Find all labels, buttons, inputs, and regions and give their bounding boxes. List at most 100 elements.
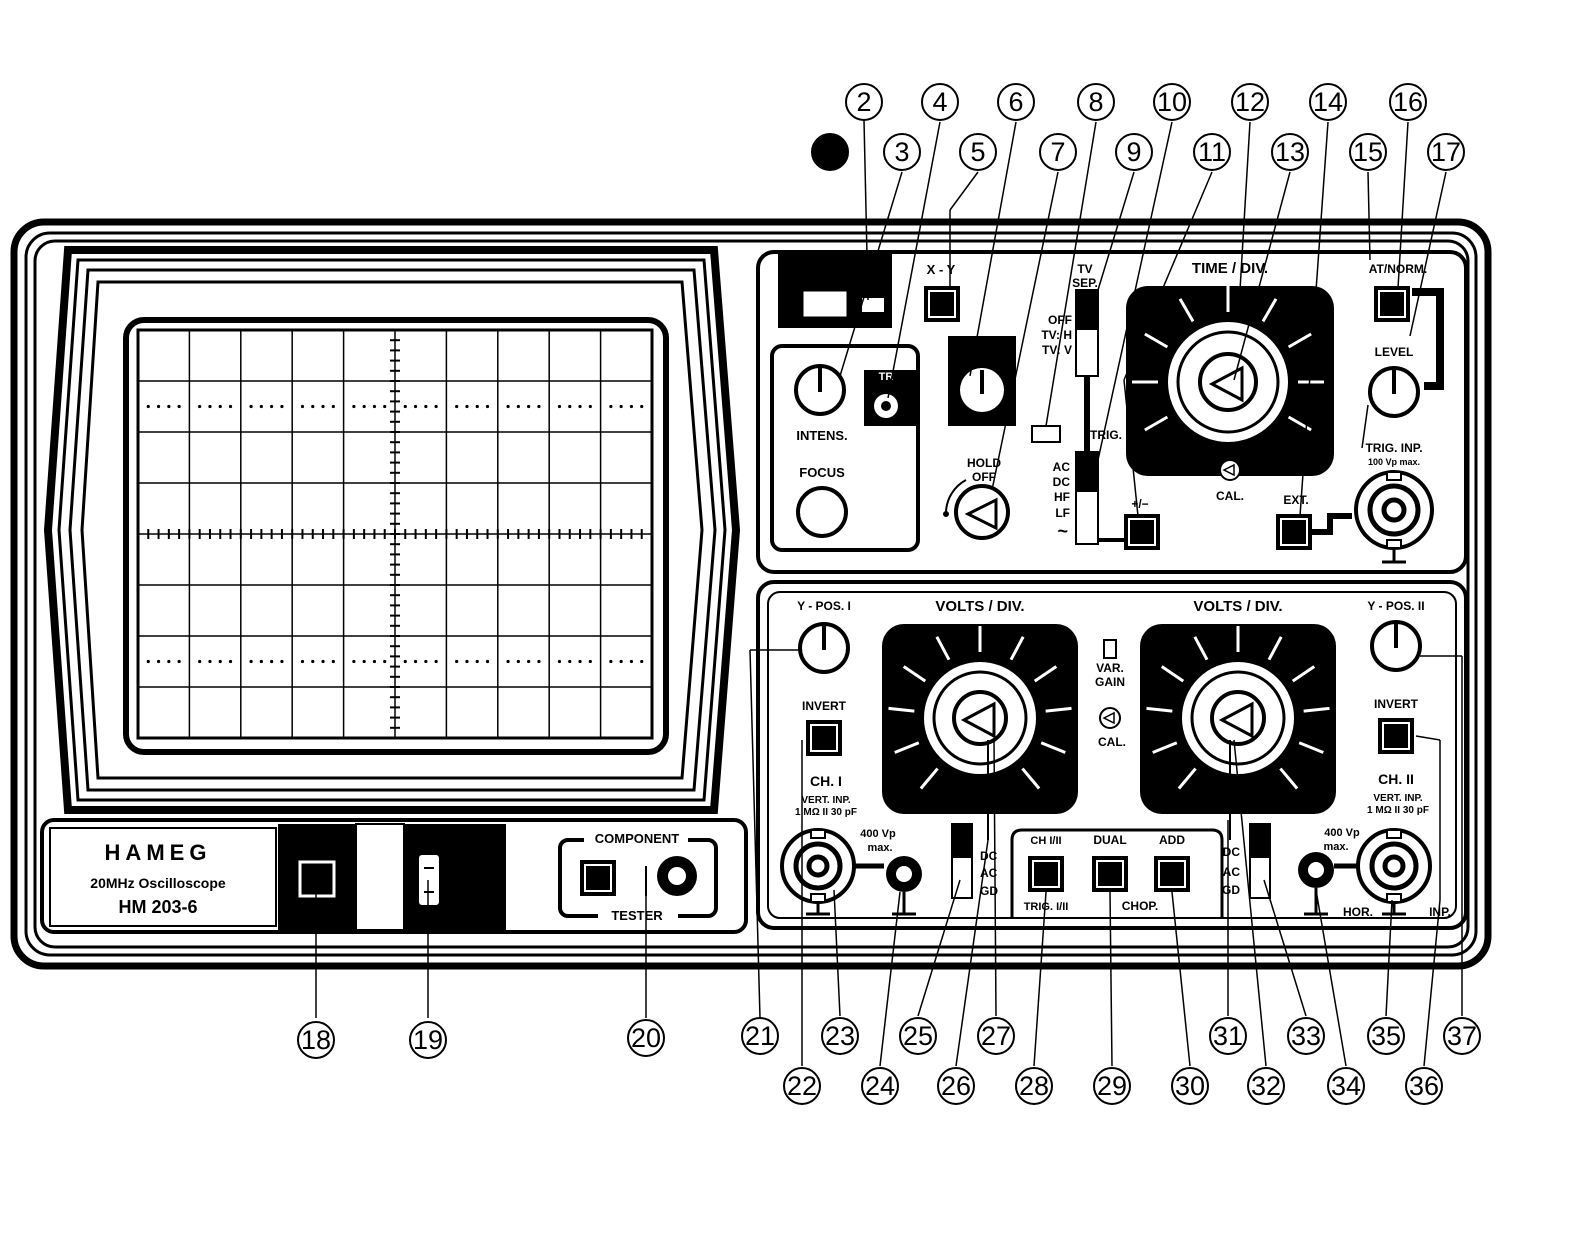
callout-circle-30 — [1171, 1067, 1209, 1105]
ch2-bnc[interactable] — [1356, 828, 1432, 916]
coupling-tilde-label: ~ — [1057, 521, 1068, 541]
coupling-lf-label: LF — [1055, 506, 1070, 520]
callout-circle-16 — [1389, 83, 1427, 121]
callout-number-12: 12 — [1235, 87, 1265, 117]
invert2-label: INVERT — [1374, 697, 1419, 711]
focus-knob[interactable] — [796, 486, 848, 538]
callout-circle-25 — [899, 1017, 937, 1055]
trig-inp-max-label: 100 Vp max. — [1368, 457, 1420, 467]
vertical-amplifier-panel — [756, 580, 1468, 930]
ch1-imp-label: 1 MΩ II 30 pF — [795, 807, 857, 818]
callout-circle-18 — [297, 1021, 335, 1059]
crt-bezel — [43, 246, 741, 814]
mode-buttons-frame — [1010, 828, 1224, 918]
tv-sep-label-2: SEP. — [1072, 276, 1098, 290]
ch2-label: CH. II — [1378, 771, 1414, 787]
time-cal-indicator — [1219, 459, 1241, 481]
callout-circle-5 — [959, 133, 997, 171]
trig-i-ii-label: TRIG. I/II — [1024, 901, 1069, 913]
ch1-gd-label: GD — [980, 884, 998, 898]
off-label: OFF — [972, 470, 996, 484]
brand-model-line: 20MHz Oscilloscope — [90, 875, 226, 891]
callout-circle-7 — [1039, 133, 1077, 171]
ch2-coupling-slider[interactable] — [1250, 824, 1270, 858]
var-label: VAR. — [1096, 661, 1124, 675]
ch2-inp-label: VERT. INP. — [1373, 793, 1422, 804]
volts-div2-switch[interactable] — [1140, 624, 1336, 814]
lower-left-strip — [40, 818, 748, 934]
tr-label: TR — [879, 371, 894, 383]
focus-label: FOCUS — [799, 465, 845, 480]
callout-number-37: 37 — [1447, 1021, 1477, 1051]
ch-sel-label: CH I/II — [1030, 835, 1061, 847]
power-switch-indicator[interactable] — [417, 853, 441, 907]
volts-div1-switch[interactable] — [882, 624, 1078, 814]
callout-circle-14 — [1309, 83, 1347, 121]
callout-circle-36 — [1405, 1067, 1443, 1105]
ch1-dc-label: DC — [980, 849, 998, 863]
ch2-dc-label: DC — [1223, 845, 1241, 859]
ch1-inp-label: VERT. INP. — [801, 795, 850, 806]
brand-logo: HAMEG — [105, 840, 212, 865]
intens-label: INTENS. — [796, 428, 847, 443]
ypos2-label: Y - POS. II — [1367, 599, 1424, 613]
callout-number-3: 3 — [894, 137, 909, 167]
callout-number-9: 9 — [1126, 137, 1141, 167]
cabinet-outline — [10, 218, 1492, 970]
callout-number-5: 5 — [970, 137, 985, 167]
intensity-focus-box — [770, 344, 920, 552]
callout-circle-12 — [1231, 83, 1269, 121]
trigger-coupling-slider[interactable] — [1076, 452, 1098, 492]
callout-number-18: 18 — [301, 1025, 331, 1055]
callout-leader-lines — [315, 119, 1463, 1067]
power-led — [862, 298, 884, 312]
callout-circle-28 — [1015, 1067, 1053, 1105]
inp-label: INP. — [1429, 905, 1451, 919]
time-div-switch[interactable] — [1126, 286, 1334, 476]
callout-circle-26 — [937, 1067, 975, 1105]
tv-h-label: TV: H — [1041, 328, 1072, 342]
tv-off-label: OFF — [1048, 313, 1072, 327]
ch1-coupling-slider[interactable] — [952, 824, 972, 858]
callout-number-22: 22 — [787, 1071, 817, 1101]
callout-circle-19 — [409, 1021, 447, 1059]
callout-number-35: 35 — [1371, 1021, 1401, 1051]
hold-off-knob[interactable] — [954, 484, 1010, 540]
callout-number-30: 30 — [1175, 1071, 1205, 1101]
trig-label: TRIG. — [1090, 428, 1122, 442]
ch2-gd-label: GD — [1222, 883, 1240, 897]
hold-label: HOLD — [967, 456, 1001, 470]
time-cal-label: CAL. — [1216, 489, 1244, 503]
callout-circle-10 — [1153, 83, 1191, 121]
trig-inp-bnc[interactable] — [1354, 470, 1434, 564]
callout-number-14: 14 — [1313, 87, 1343, 117]
callout-number-19: 19 — [413, 1025, 443, 1055]
callout-number-36: 36 — [1409, 1071, 1439, 1101]
ch1-bnc[interactable] — [780, 828, 856, 916]
callout-circle-24 — [861, 1067, 899, 1105]
callout-number-20: 20 — [631, 1023, 661, 1053]
plus-minus-label: +/− — [1131, 497, 1148, 511]
hor-label: HOR. — [1343, 905, 1373, 919]
coupling-ac-label: AC — [1053, 460, 1071, 474]
callout-number-10: 10 — [1157, 87, 1187, 117]
ch2-imp-label: 1 MΩ II 30 pF — [1367, 805, 1429, 816]
var-gain-indicator — [1103, 639, 1117, 659]
callout-circle-27 — [977, 1017, 1015, 1055]
callout-circle-23 — [821, 1017, 859, 1055]
callout-circle-32 — [1247, 1067, 1285, 1105]
callout-number-24: 24 — [865, 1071, 895, 1101]
callout-number-26: 26 — [941, 1071, 971, 1101]
ch1-label: CH. I — [810, 773, 842, 789]
ch2-400vp-label: 400 Vp — [1324, 827, 1360, 839]
volts-cal-label: CAL. — [1098, 735, 1126, 749]
power-indicator-window — [800, 288, 850, 320]
ch1-400vp-label: 400 Vp — [860, 828, 896, 840]
tv-sep-slider[interactable] — [1076, 290, 1098, 330]
callout-circle-31 — [1209, 1017, 1247, 1055]
callout-circle-33 — [1287, 1017, 1325, 1055]
callout-circle-15 — [1349, 133, 1387, 171]
callout-number-17: 17 — [1431, 137, 1461, 167]
